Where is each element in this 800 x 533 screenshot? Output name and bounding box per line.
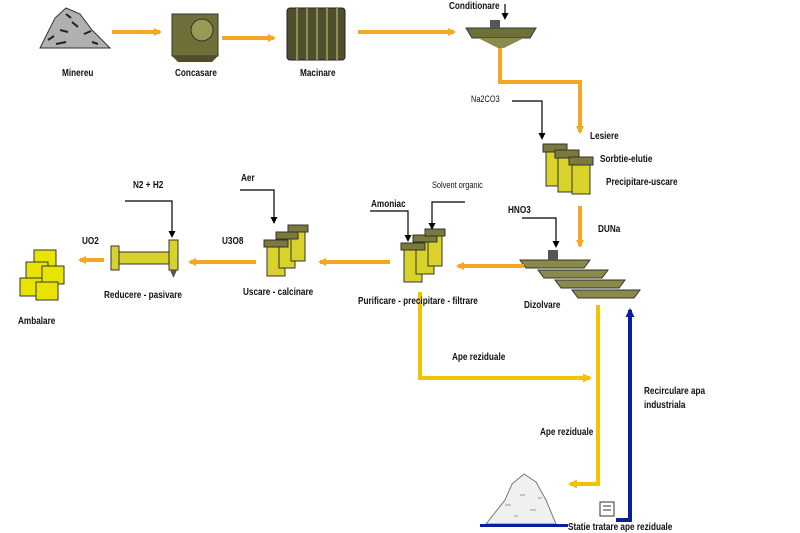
crusher-icon [171,13,219,62]
recirculation-arrow [616,308,635,522]
label-na2co3: Na2CO3 [471,94,500,104]
reduction-furnace-icon [110,239,179,278]
label-aer: Aer [241,173,255,184]
label-ape-reziduale-2: Ape reziduale [540,427,594,438]
label-conditionare: Conditionare [449,1,500,12]
label-macinare: Macinare [300,68,336,79]
label-ape-reziduale-1: Ape reziduale [452,352,506,363]
waste-water-arrows [418,292,600,489]
label-precipitare-uscare: Precipitare-uscare [606,177,678,188]
label-concasare: Concasare [175,68,217,79]
ore-pile-icon [39,7,112,49]
label-minereu: Minereu [62,68,94,79]
dissolution-tanks-icon [519,250,641,299]
label-u3o8: U3O8 [222,236,244,247]
purification-tanks-icon [400,228,446,283]
label-uo2: UO2 [82,236,99,247]
leach-tanks-icon [542,143,594,195]
conditioning-tank-icon [465,20,537,48]
label-dizolvare: Dizolvare [524,300,561,311]
label-n2-h2: N2 + H2 [133,180,164,191]
label-recirculare-apa: Recirculare apa [644,386,706,397]
label-amoniac: Amoniac [371,199,406,210]
residue-pile-icon [480,473,568,527]
drying-tanks-icon [263,224,309,277]
label-purificare: Purificare - precipitare - filtrare [358,296,478,307]
label-solvent-organic: Solvent organic [432,180,483,190]
label-uscare-calcinare: Uscare - calcinare [243,287,314,298]
reagent-arrows [125,4,560,248]
label-industriala: industriala [644,400,686,411]
ball-mill-icon [286,7,346,61]
main-flow-arrows [78,28,584,270]
label-reducere-pasivare: Reducere - pasivare [104,290,182,301]
treatment-station-icon [599,501,615,517]
label-duna: DUNa [598,224,621,235]
label-sorbtie-elutie: Sorbtie-elutie [600,154,653,165]
label-ambalare: Ambalare [18,316,56,327]
label-hno3: HNO3 [508,205,531,216]
label-lesiere: Lesiere [590,131,619,142]
label-statie-tratare: Statie tratare ape reziduale [568,522,673,533]
packaging-drums-icon [19,249,65,301]
